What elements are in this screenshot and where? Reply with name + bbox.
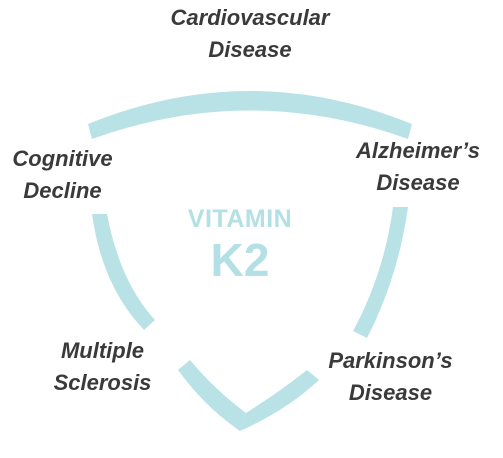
shield-bottom-left-segment — [178, 360, 246, 431]
label-line: Sclerosis — [53, 370, 152, 395]
label-line: Disease — [376, 170, 460, 195]
label-line: Decline — [23, 178, 102, 203]
label-line: Disease — [348, 380, 433, 405]
shield-bottom-right-segment — [240, 370, 319, 431]
shield-right-segment — [353, 207, 408, 338]
label-multiple-sclerosis: Multiple Sclerosis — [40, 335, 165, 399]
label-line: Alzheimer’s — [356, 138, 480, 163]
shield-left-segment — [92, 214, 155, 330]
label-cardiovascular-disease: Cardiovascular Disease — [130, 2, 370, 66]
label-line: Disease — [208, 37, 292, 62]
label-alzheimers-disease: Alzheimer’s Disease — [338, 135, 498, 199]
center-title-k2: K2 — [210, 234, 270, 286]
label-line: Cognitive — [12, 146, 113, 171]
label-parkinsons-disease: Parkinson’s Disease — [313, 345, 468, 409]
center-title-vitamin: VITAMIN — [187, 205, 293, 233]
label-cognitive-decline: Cognitive Decline — [0, 143, 125, 207]
label-line: Parkinson’s — [328, 348, 453, 373]
label-line: Multiple — [60, 338, 145, 363]
shield-top-arc — [88, 91, 412, 139]
label-line: Cardiovascular — [170, 5, 330, 30]
